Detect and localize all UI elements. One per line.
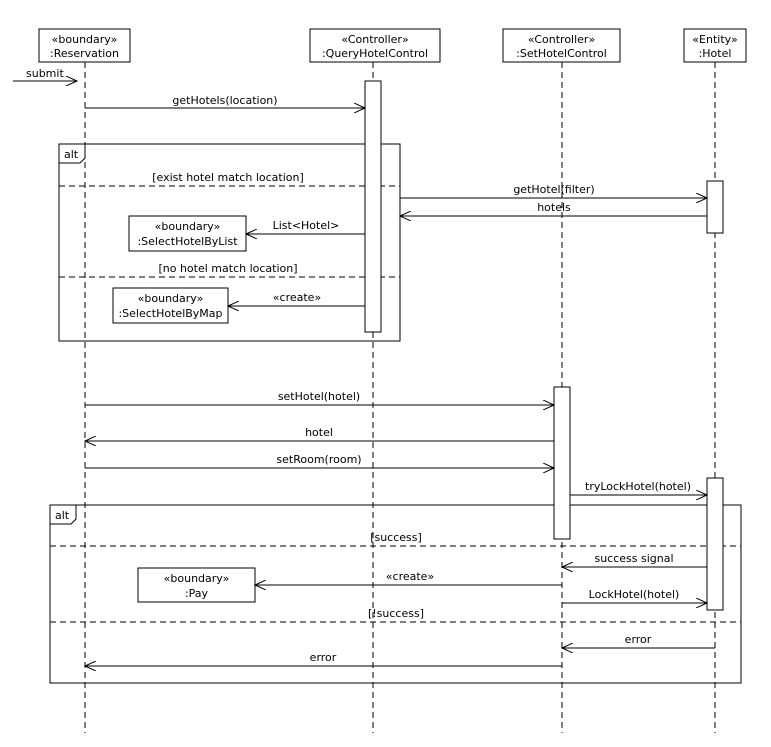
object-select-hotel-by-list[interactable]: «boundary» :SelectHotelByList	[128, 215, 247, 252]
message-label: tryLockHotel(hotel)	[585, 480, 691, 493]
message-label: getHotel(filter)	[513, 183, 594, 196]
lifeline-name: :Reservation	[50, 47, 119, 60]
lifeline-name: :SetHotelControl	[516, 47, 607, 60]
lifeline-query-hotel-control[interactable]: «Controller» :QueryHotelControl	[309, 28, 441, 63]
message-lock-hotel[interactable]: LockHotel(hotel)	[562, 588, 707, 603]
message-label: List<Hotel>	[273, 219, 340, 232]
object-name: :SelectHotelByMap	[118, 307, 222, 320]
message-submit[interactable]: submit	[13, 67, 77, 81]
message-label: setRoom(room)	[276, 453, 361, 466]
object-stereotype: «boundary»	[164, 572, 230, 585]
object-name: :Pay	[185, 587, 209, 600]
lifeline-set-hotel-control[interactable]: «Controller» :SetHotelControl	[502, 28, 621, 63]
message-label: submit	[26, 67, 64, 80]
message-get-hotels[interactable]: getHotels(location)	[85, 94, 365, 108]
lifeline-stereotype: «Entity»	[692, 33, 737, 46]
fragment-label: alt	[64, 148, 79, 161]
message-list-hotel[interactable]: List<Hotel>	[246, 219, 365, 234]
message-try-lock-hotel[interactable]: tryLockHotel(hotel)	[570, 480, 707, 495]
lifeline-hotel[interactable]: «Entity» :Hotel	[683, 28, 747, 63]
activation-hotel-2	[706, 477, 724, 611]
lifeline-stereotype: «boundary»	[52, 33, 118, 46]
guard-label: [!success]	[368, 607, 424, 620]
object-name: :SelectHotelByList	[137, 235, 238, 248]
message-label: «create»	[386, 570, 434, 583]
message-label: LockHotel(hotel)	[589, 588, 680, 601]
lifeline-reservation[interactable]: «boundary» :Reservation	[38, 28, 131, 63]
message-hotel-return[interactable]: hotel	[85, 426, 554, 441]
object-stereotype: «boundary»	[155, 220, 221, 233]
lifeline-stereotype: «Controller»	[528, 33, 595, 46]
activation-set	[553, 386, 571, 540]
message-set-room[interactable]: setRoom(room)	[85, 453, 554, 468]
message-create-pay[interactable]: «create»	[255, 570, 562, 585]
activation-query	[364, 80, 382, 333]
guard-label: [no hotel match location]	[158, 262, 297, 275]
fragment-label: alt	[55, 509, 70, 522]
lifeline-stereotype: «Controller»	[341, 33, 408, 46]
activation-hotel-1	[706, 180, 724, 234]
alt-fragment-2[interactable]: alt [success] [!success]	[49, 504, 742, 684]
guard-label: [exist hotel match location]	[152, 171, 304, 184]
object-select-hotel-by-map[interactable]: «boundary» :SelectHotelByMap	[112, 287, 229, 324]
message-label: error	[625, 633, 652, 646]
message-label: hotel	[305, 426, 333, 439]
message-set-hotel[interactable]: setHotel(hotel)	[85, 390, 554, 405]
object-pay[interactable]: «boundary» :Pay	[137, 567, 256, 603]
message-success-signal[interactable]: success signal	[562, 552, 707, 567]
message-label: success signal	[594, 552, 673, 565]
message-label: setHotel(hotel)	[278, 390, 360, 403]
message-label: «create»	[273, 291, 321, 304]
message-error-1[interactable]: error	[562, 633, 715, 648]
alt-fragment-1[interactable]: alt [exist hotel match location] [no hot…	[58, 143, 401, 342]
lifeline-name: :Hotel	[699, 47, 732, 60]
message-label: error	[310, 651, 337, 664]
message-get-hotel-filter[interactable]: getHotel(filter)	[400, 183, 707, 198]
guard-label: [success]	[370, 531, 422, 544]
object-stereotype: «boundary»	[138, 292, 204, 305]
message-error-2[interactable]: error	[85, 651, 562, 666]
message-hotels[interactable]: hotels	[400, 201, 707, 216]
message-label: getHotels(location)	[172, 94, 277, 107]
message-label: hotels	[537, 201, 571, 214]
lifeline-name: :QueryHotelControl	[322, 47, 428, 60]
message-create-map[interactable]: «create»	[228, 291, 365, 306]
